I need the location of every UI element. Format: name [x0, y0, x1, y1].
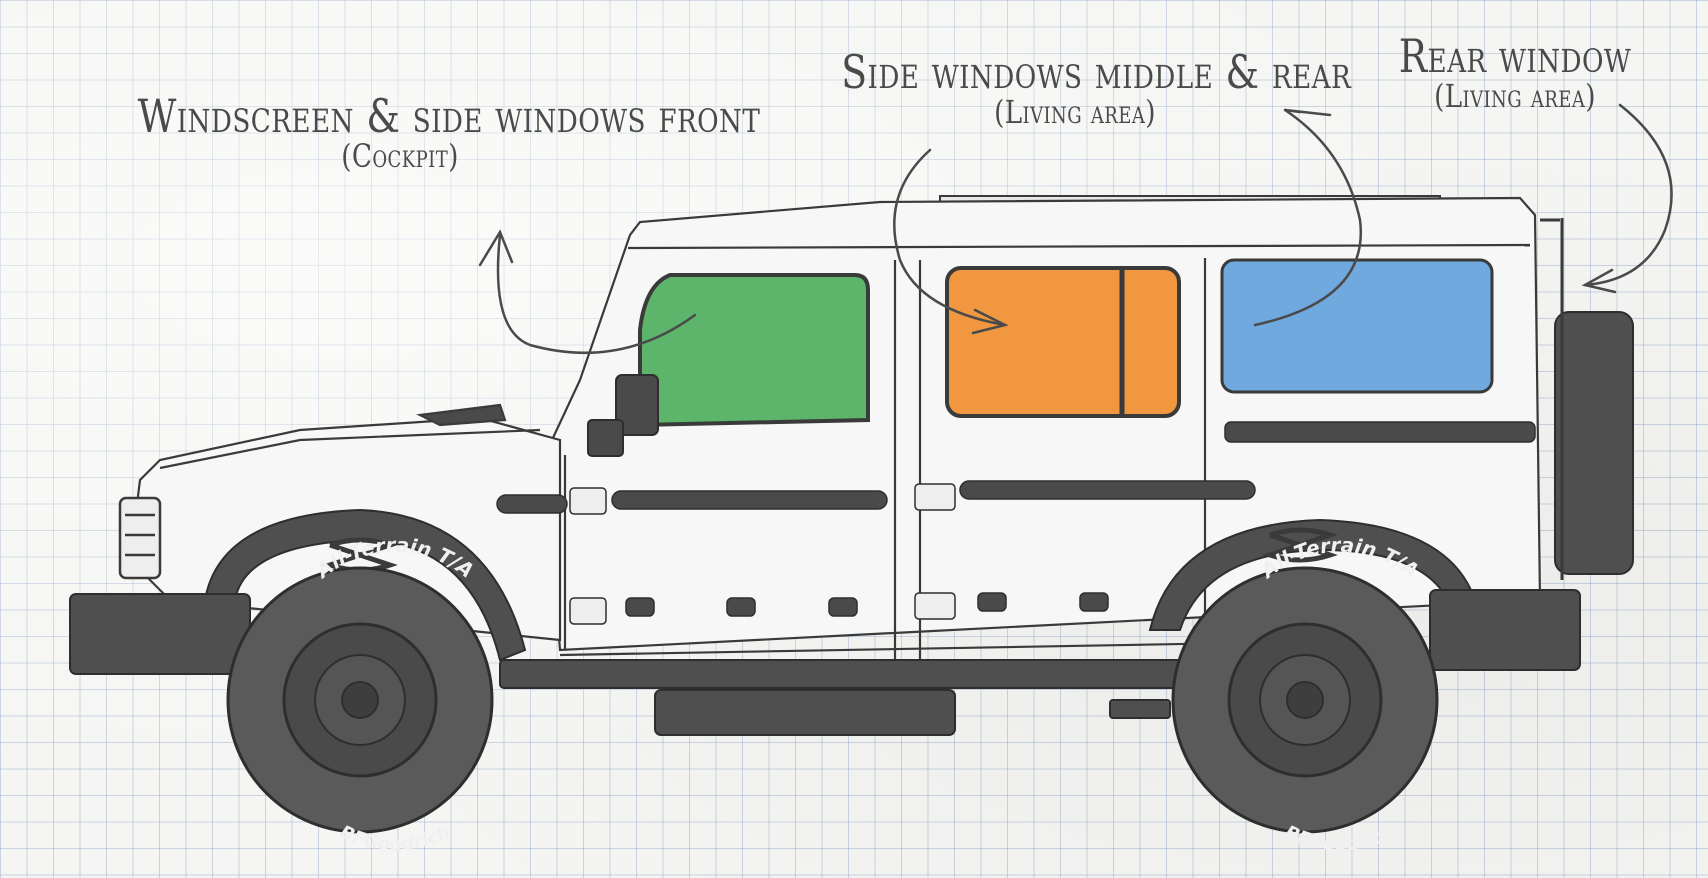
- middle-window-arrow: [893, 148, 1007, 327]
- middle-window: [945, 266, 1181, 418]
- label-rear-window: Rear window (Living area): [1365, 32, 1665, 114]
- label-middle-subtitle: (Living area): [994, 93, 1156, 132]
- label-rear-subtitle: (Living area): [1434, 77, 1596, 116]
- label-middle-windows: Side windows middle & rear (Living area): [790, 48, 1360, 130]
- windows: [638, 258, 1494, 428]
- suspension-springs: [322, 527, 1338, 573]
- spare-wheel: [1540, 218, 1634, 580]
- front-wheel: All-Terrain T/A BFGoodrich: [226, 533, 494, 855]
- chassis: [499, 659, 1201, 736]
- label-middle-title: Side windows middle & rear: [841, 45, 1352, 99]
- label-front-title: Windscreen & side windows front: [137, 89, 761, 143]
- annotation-arrows: [478, 103, 1673, 355]
- fenders: [69, 508, 1581, 675]
- front-window-arrow: [496, 233, 697, 355]
- front-window: [638, 273, 870, 428]
- label-front-windows: Windscreen & side windows front (Cockpit…: [80, 89, 761, 176]
- rear-side-window: [1220, 258, 1494, 394]
- rear-wheel: All-Terrain T/A BFGoodrich: [1171, 533, 1439, 855]
- label-front-subtitle: (Cockpit): [341, 137, 459, 176]
- label-rear-title: Rear window: [1398, 29, 1632, 83]
- front-grille: [118, 496, 162, 580]
- door-hardware: [496, 421, 1536, 625]
- rear-window-arrow: [1583, 103, 1673, 287]
- side-mirror: [587, 374, 659, 457]
